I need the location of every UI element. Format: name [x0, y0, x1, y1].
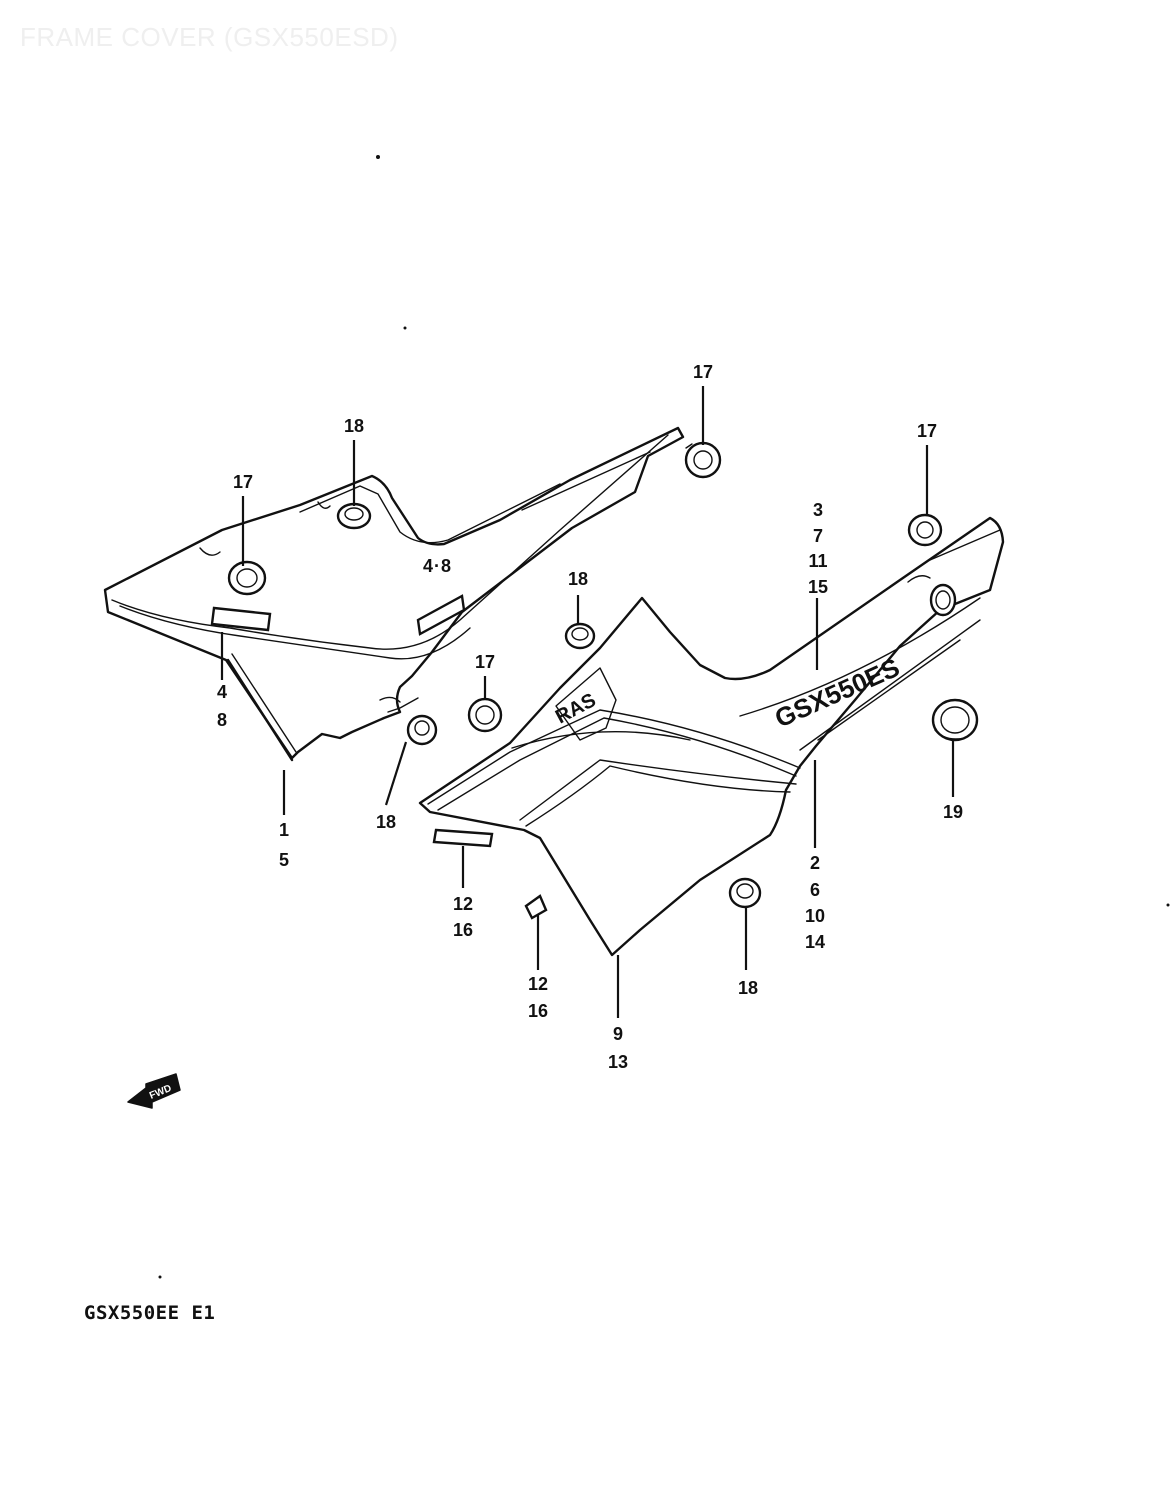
callout-18-mid: 18 [568, 569, 588, 589]
grommet-18-top [336, 502, 372, 530]
left-frame-cover [103, 426, 722, 762]
callout-7: 7 [813, 526, 823, 546]
callout-12-a: 12 [453, 894, 473, 914]
right-cover-label-plate-12-16 [432, 828, 494, 848]
callout-17-mid: 17 [475, 652, 495, 672]
callout-6: 6 [810, 880, 820, 900]
callout-1: 1 [279, 820, 289, 840]
grommet-17-left [227, 560, 267, 596]
grommet-18-mid [564, 622, 596, 650]
callout-2: 2 [810, 853, 820, 873]
scan-specks [158, 155, 1170, 1279]
callout-8-label: 8 [441, 556, 451, 576]
callout-4-under: 4 [217, 682, 227, 702]
left-cover-emblem-4-8 [416, 594, 466, 636]
small-clip-12-16 [524, 894, 548, 920]
callout-4-8-sep: · [434, 556, 440, 576]
callout-8-under: 8 [217, 710, 227, 730]
callout-4-label: 4 [423, 556, 433, 576]
callout-17-left: 17 [233, 472, 253, 492]
callout-16-b: 16 [528, 1001, 548, 1021]
callout-9: 9 [613, 1024, 623, 1044]
callout-18-left-grommet: 18 [376, 812, 396, 832]
callout-11: 11 [808, 551, 827, 571]
inner-badge-text: RAS [552, 689, 600, 728]
model-code: GSX550EE E1 [84, 1302, 216, 1324]
diagram-title-watermark: FRAME COVER (GSX550ESD) [20, 22, 399, 52]
right-cover-side-hole [929, 583, 957, 617]
callout-19: 19 [943, 802, 963, 822]
callout-16-a: 16 [453, 920, 473, 940]
callout-18-bottom: 18 [738, 978, 758, 998]
callout-3: 3 [813, 500, 823, 520]
grommet-17-top [684, 441, 722, 479]
forward-arrow: FWD [127, 1073, 181, 1109]
grommet-18-bottom [728, 877, 762, 909]
left-cover-label-plate [210, 606, 272, 632]
callout-10: 10 [805, 906, 825, 926]
leader-lines [220, 386, 955, 1018]
grommet-18-left [406, 714, 438, 746]
right-cover-inner-badge: RAS [552, 667, 617, 741]
callout-5: 5 [279, 850, 289, 870]
callout-18-top: 18 [344, 416, 364, 436]
callout-17-far-right: 17 [917, 421, 937, 441]
callout-12-b: 12 [528, 974, 548, 994]
bushing-19 [931, 698, 979, 742]
right-frame-cover: RAS GSX550ES [406, 513, 1005, 957]
callout-17-top: 17 [693, 362, 713, 382]
callout-13: 13 [608, 1052, 628, 1072]
callout-14: 14 [805, 932, 825, 952]
callout-labels: 17 18 17 17 4 · 8 4 8 1 5 18 18 17 3 7 1… [217, 362, 963, 1072]
grommet-17-far-right [907, 513, 943, 547]
callout-15: 15 [808, 577, 828, 597]
grommet-17-mid [467, 697, 503, 733]
